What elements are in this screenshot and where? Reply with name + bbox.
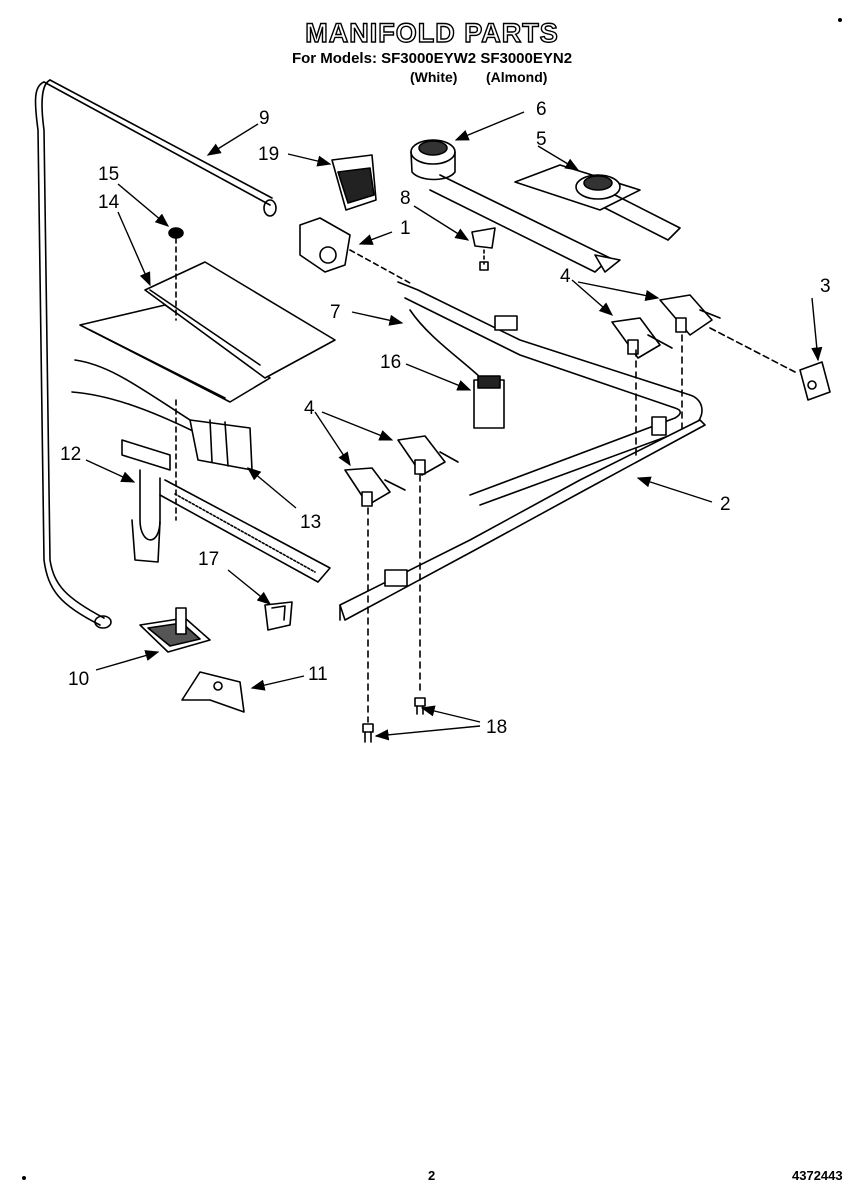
callout-5: 5 (536, 129, 547, 150)
alignment-lines (367, 334, 683, 723)
screw-part-18 (362, 723, 374, 743)
page-title: MANIFOLD PARTS (305, 17, 559, 48)
callout-10: 10 (68, 669, 89, 690)
heat-shield-part-14 (79, 237, 336, 403)
callout-3: 3 (820, 276, 831, 297)
clip-part-17 (264, 601, 293, 631)
models-line: For Models: SF3000EYW2 SF3000EYN2 (291, 50, 573, 67)
leader-lines (85, 111, 823, 741)
callout-2: 2 (720, 494, 731, 515)
callout-17: 17 (198, 549, 219, 570)
bracket-part-19 (331, 154, 377, 211)
callout-7: 7 (330, 302, 341, 323)
regulator-part-16 (473, 375, 505, 429)
callout-9: 9 (259, 108, 270, 129)
orifice-holder-part-4 (611, 317, 673, 359)
corner-mark (22, 1176, 26, 1180)
variant-white: (White) (410, 69, 458, 85)
callout-14: 14 (98, 192, 120, 213)
fitting-part-3 (709, 327, 831, 401)
clip-part-8 (471, 227, 496, 271)
callout-8: 8 (400, 188, 411, 209)
callout-15: 15 (98, 164, 119, 185)
callout-19: 19 (258, 144, 279, 165)
callout-18: 18 (486, 717, 507, 738)
document-number: 4372443 (792, 1168, 843, 1183)
burner-tube-part-12 (121, 439, 331, 583)
screw-part-18 (414, 697, 426, 715)
page-number: 2 (428, 1168, 436, 1183)
valve-part-1 (299, 217, 411, 284)
callout-4-lower: 4 (304, 398, 315, 419)
orifice-holder-part-4 (397, 435, 459, 476)
orifice-holder-part-4 (344, 467, 406, 507)
callout-1: 1 (400, 218, 411, 239)
callout-13: 13 (300, 512, 321, 533)
callout-labels: 9 19 15 14 6 5 8 1 4 3 7 16 4 12 13 17 2… (60, 99, 831, 738)
callout-6: 6 (536, 99, 547, 120)
callout-11: 11 (308, 664, 328, 685)
corner-mark (838, 18, 842, 22)
surface-burner-part-5 (514, 164, 681, 241)
grommet-part-10 (139, 607, 211, 653)
ignitor-assembly-part-13 (71, 359, 253, 521)
gas-tube-part-9 (34, 79, 277, 629)
manifold-rail-part-2 (339, 416, 706, 621)
surface-burner-part-6 (410, 139, 621, 273)
callout-4: 4 (560, 266, 571, 287)
orifice-holder-part-4 (659, 294, 721, 336)
spacer-part-15 (168, 227, 184, 239)
callout-12: 12 (60, 444, 81, 465)
mounting-bracket-part-11 (181, 671, 245, 713)
variant-almond: (Almond) (486, 69, 548, 85)
manifold-pipe-part-7 (397, 281, 703, 506)
callout-16: 16 (380, 352, 401, 373)
